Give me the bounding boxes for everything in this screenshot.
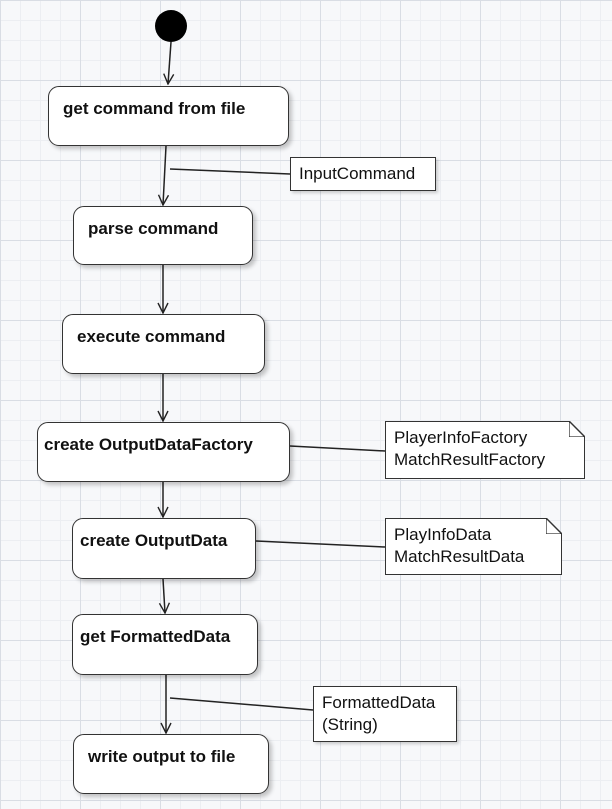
note-line: MatchResultData — [394, 547, 525, 566]
activity-get-command-from-file[interactable]: get command from file — [48, 86, 289, 146]
activity-parse-command[interactable]: parse command — [73, 206, 253, 265]
activity-execute-command[interactable]: execute command — [62, 314, 265, 374]
note-fold-corner — [569, 421, 585, 437]
activity-label: get command from file — [63, 99, 246, 118]
note-line: (String) — [322, 715, 378, 734]
activity-create-output-data-factory[interactable]: create OutputDataFactory — [37, 422, 290, 482]
flow-arrow-start — [168, 41, 171, 84]
flow-arrow-5 — [163, 578, 165, 613]
note-connector-factory — [289, 445, 386, 452]
note-output-data[interactable]: PlayInfoData MatchResultData — [385, 518, 562, 575]
activity-label: parse command — [88, 219, 219, 238]
note-line: PlayerInfoFactory — [394, 428, 528, 447]
note-line: FormattedData — [322, 693, 436, 712]
note-fold-corner — [546, 518, 562, 534]
activity-label: write output to file — [88, 747, 236, 766]
note-line: InputCommand — [299, 164, 416, 183]
activity-write-output-to-file[interactable]: write output to file — [73, 734, 269, 794]
note-connector-output-data — [255, 540, 386, 548]
activity-get-formatted-data[interactable]: get FormattedData — [72, 614, 258, 675]
note-connector-input-command — [169, 168, 291, 175]
activity-label: create OutputData — [80, 531, 228, 550]
activity-create-output-data[interactable]: create OutputData — [72, 518, 256, 579]
activity-label: create OutputDataFactory — [44, 435, 253, 454]
note-line: PlayInfoData — [394, 525, 492, 544]
note-factories[interactable]: PlayerInfoFactory MatchResultFactory — [385, 421, 585, 479]
initial-node — [155, 10, 187, 42]
note-connector-formatted-data — [169, 697, 314, 711]
note-formatted-data[interactable]: FormattedData (String) — [313, 686, 457, 742]
note-line: MatchResultFactory — [394, 450, 546, 469]
note-input-command[interactable]: InputCommand — [290, 157, 436, 191]
flow-arrow-1 — [163, 145, 166, 205]
activity-label: execute command — [77, 327, 226, 346]
activity-label: get FormattedData — [80, 627, 231, 646]
